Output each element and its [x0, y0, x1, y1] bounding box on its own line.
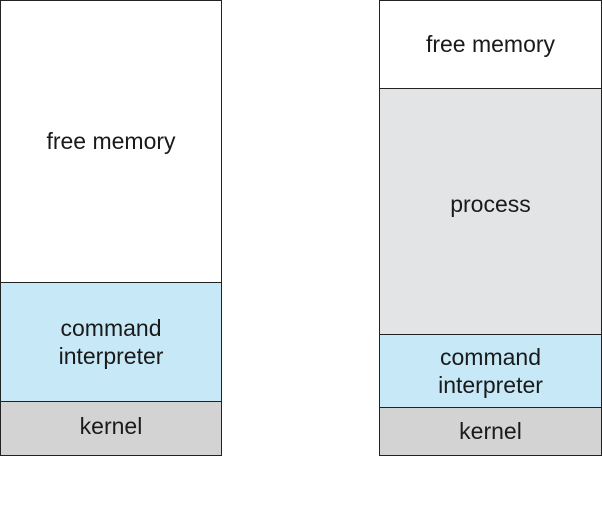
free-memory-label: free memory [46, 128, 176, 154]
command-interpreter-region: command interpreter [1, 282, 221, 401]
memory-layout-right: free memory process command interpreter … [379, 0, 602, 456]
free-memory-region: free memory [1, 1, 221, 282]
kernel-label: kernel [459, 417, 522, 444]
command-interpreter-label-line2: interpreter [58, 343, 164, 369]
command-interpreter-label-line1: command [440, 344, 541, 370]
command-interpreter-label: command interpreter [438, 343, 543, 399]
kernel-region: kernel [380, 407, 601, 455]
kernel-region: kernel [1, 401, 221, 455]
command-interpreter-label-line2: interpreter [438, 372, 543, 398]
memory-layout-left: free memory command interpreter kernel [0, 0, 222, 456]
process-region: process [380, 88, 601, 334]
free-memory-label: free memory [425, 31, 556, 57]
free-memory-region: free memory [380, 1, 601, 88]
command-interpreter-label-line1: command [60, 315, 162, 341]
process-label: process [450, 190, 531, 217]
command-interpreter-region: command interpreter [380, 334, 601, 407]
kernel-label: kernel [79, 412, 143, 439]
command-interpreter-label: command interpreter [59, 314, 164, 370]
